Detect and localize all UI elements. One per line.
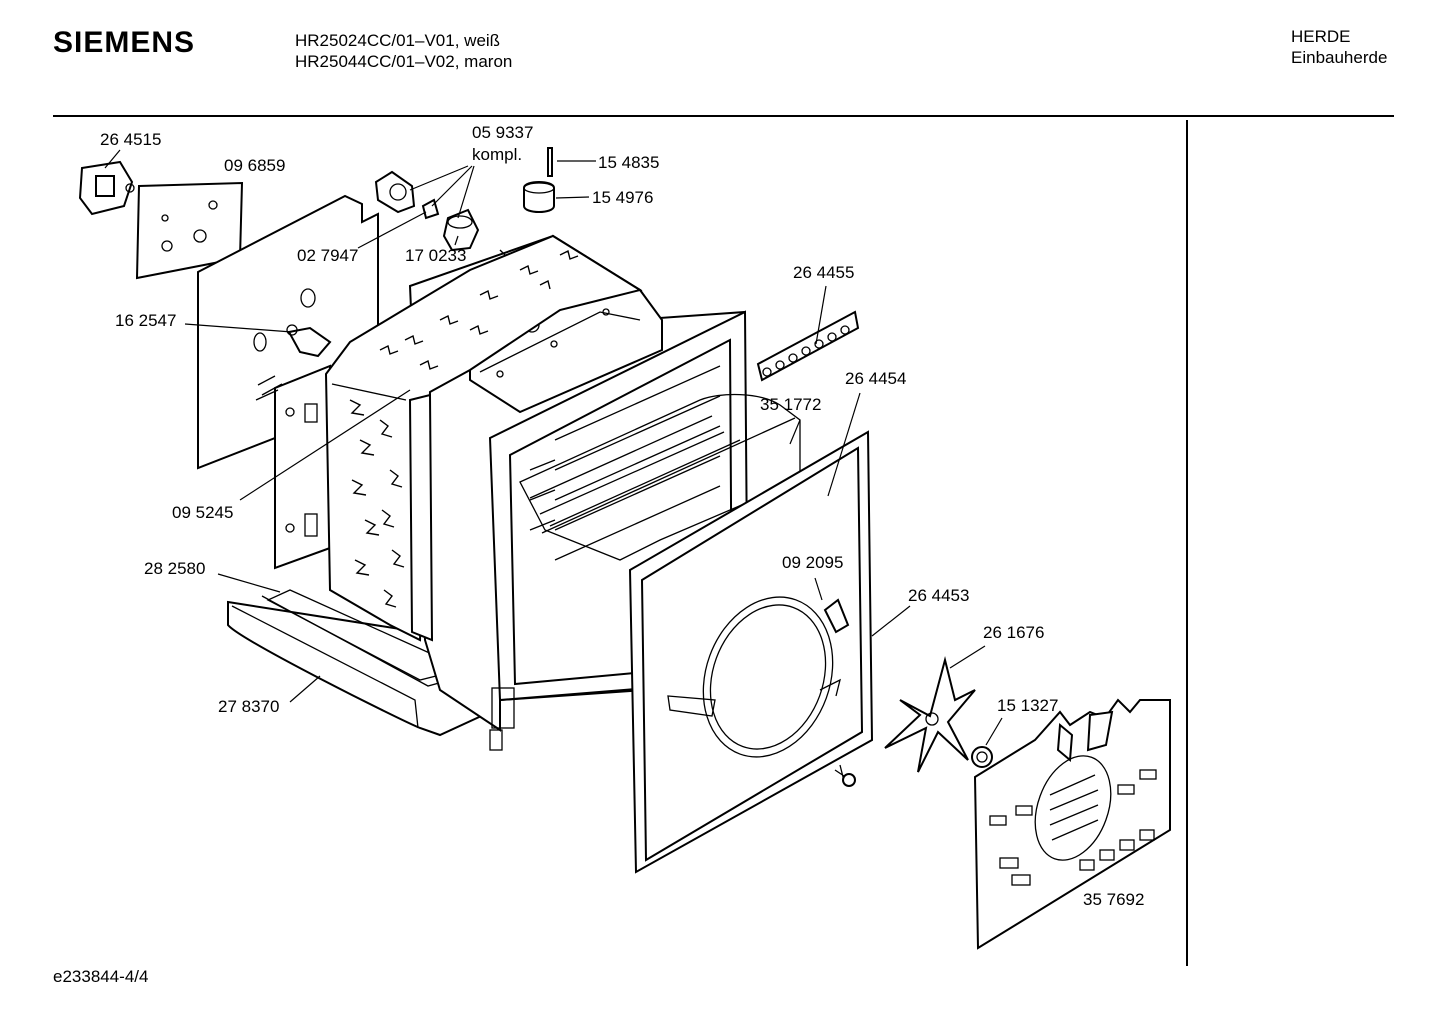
category-line-2: Einbauherde — [1291, 48, 1388, 67]
part-label: 09 2095 — [782, 553, 843, 572]
part-label: 16 2547 — [115, 311, 176, 330]
leader-lines — [104, 149, 1003, 746]
part-nut — [971, 746, 993, 768]
part-label: 02 7947 — [297, 246, 358, 265]
part-sleeve — [523, 181, 555, 213]
part-lamp-cover — [442, 208, 480, 252]
part-screw — [842, 773, 856, 787]
part-rear-panel — [135, 181, 244, 280]
part-label: 15 1327 — [997, 696, 1058, 715]
part-thermostat — [78, 160, 135, 216]
category-line-1: HERDE — [1291, 27, 1351, 46]
part-label: 26 4515 — [100, 130, 161, 149]
part-label: 26 4454 — [845, 369, 906, 388]
part-label: kompl. — [472, 145, 522, 164]
part-label: 05 9337 — [472, 123, 533, 142]
part-label: 27 8370 — [218, 697, 279, 716]
part-gasket-ring — [286, 324, 332, 358]
part-seal-strip — [756, 310, 860, 382]
part-label: 15 4835 — [598, 153, 659, 172]
model-list: HR25024CC/01–V01, weiß HR25044CC/01–V02,… — [295, 30, 512, 72]
part-label: 26 4453 — [908, 586, 969, 605]
drawing-id: e233844-4/4 — [53, 967, 149, 986]
part-labels: 26 4515 09 6859 05 9337 kompl. 15 4835 1… — [100, 123, 1144, 909]
model-line-2: HR25044CC/01–V02, maron — [295, 52, 513, 71]
part-fan-cover — [973, 698, 1171, 950]
model-line-1: HR25024CC/01–V01, weiß — [295, 31, 501, 50]
part-label: 17 0233 — [405, 246, 466, 265]
part-label: 09 6859 — [224, 156, 285, 175]
part-grill-element — [519, 393, 801, 561]
part-label: 35 7692 — [1083, 890, 1144, 909]
part-label: 28 2580 — [144, 559, 205, 578]
part-label: 35 1772 — [760, 395, 821, 414]
part-front-frame — [628, 430, 874, 874]
part-insulation-wrap — [324, 234, 643, 642]
category-block: HERDE Einbauherde — [1291, 26, 1387, 68]
part-label: 09 5245 — [172, 503, 233, 522]
part-label: 26 1676 — [983, 623, 1044, 642]
part-pin — [547, 147, 553, 177]
part-fan-blade — [884, 656, 976, 773]
part-ring-heater — [667, 596, 851, 786]
part-label: 15 4976 — [592, 188, 653, 207]
part-label: 26 4455 — [793, 263, 854, 282]
part-lamp-holder — [374, 170, 416, 214]
brand-logo: SIEMENS — [53, 26, 196, 59]
